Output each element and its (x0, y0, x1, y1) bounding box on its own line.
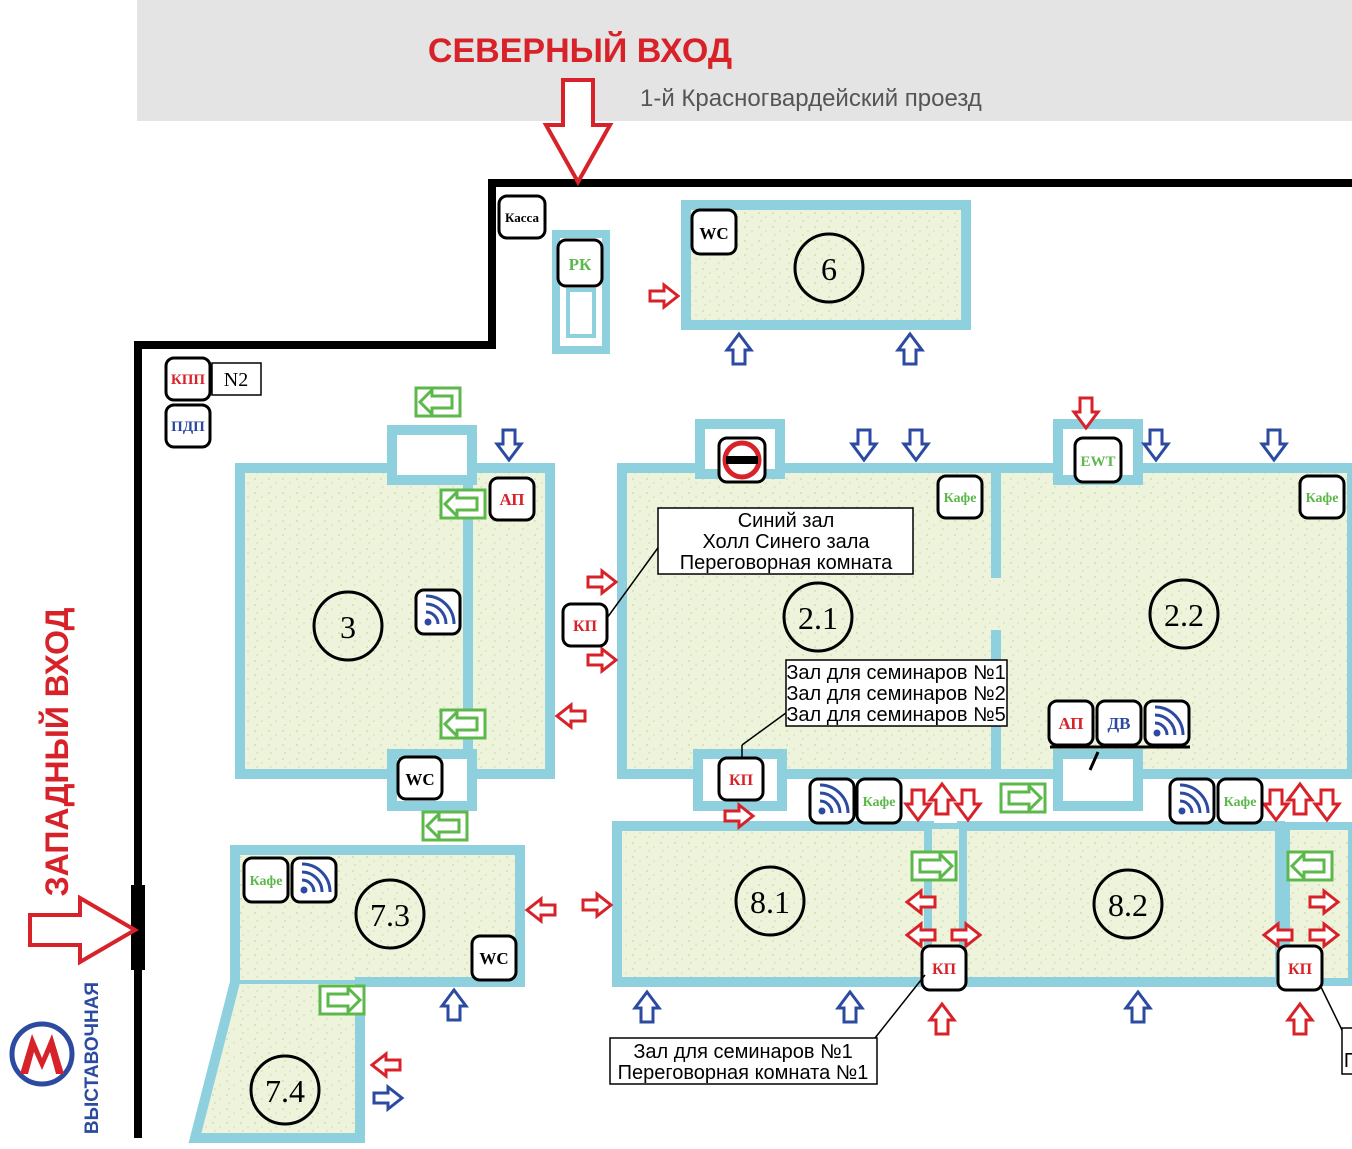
wifi-icons (290, 588, 1216, 904)
north-entrance-label: СЕВЕРНЫЙ ВХОД (428, 31, 732, 70)
wc-badge-73: WC (479, 949, 508, 968)
kafe-badge-82: Кафе (1224, 795, 1257, 810)
kassa-badge: Касса (505, 210, 539, 225)
kp-badge-81: КП (932, 961, 957, 978)
wc-badge-3: WC (405, 770, 434, 789)
room-7-3-label: 7.3 (370, 897, 410, 933)
room-circles (249, 232, 1220, 1126)
callout-blue-hall-1: Синий зал (738, 510, 835, 532)
ap-badge-22: АП (1058, 714, 1083, 733)
metro-station-label: ВЫСТАВОЧНАЯ (82, 982, 103, 1134)
kafe-badge-81: Кафе (863, 795, 896, 810)
room-7-4-label: 7.4 (265, 1073, 305, 1109)
room-2-2-label: 2.2 (1164, 597, 1204, 633)
room-8-2-label: 8.2 (1108, 887, 1148, 923)
pdp-badge: ПДП (171, 419, 205, 435)
kafe-badge-22: Кафе (1306, 491, 1339, 506)
callout-blue-hall-3: Переговорная комната (680, 552, 893, 574)
green-exit-signs (318, 386, 1334, 1016)
north-entrance-arrow (542, 78, 614, 187)
kafe-badge-73: Кафе (250, 874, 283, 889)
no-entry-icon (717, 436, 767, 484)
room-2-1-label: 2.1 (798, 600, 838, 636)
callout-seminars-bottom-2: Переговорная комната №1 (618, 1062, 869, 1084)
ewt-badge: EWT (1080, 454, 1115, 470)
kp-badge-8: КП (729, 772, 754, 789)
room-8-2-area (957, 821, 1285, 987)
room-3-label: 3 (340, 609, 356, 645)
metro-logo (9, 1021, 75, 1087)
kp-badge-82: КП (1288, 961, 1313, 978)
callout-cut-right: П (1344, 1050, 1352, 1072)
street-label: 1-й Красногвардейский проезд (640, 85, 982, 112)
west-entrance-arrow (28, 894, 139, 966)
callout-seminars-bottom-box (609, 1037, 878, 1085)
kpp-badge: КПП (171, 372, 206, 388)
callout-seminars-top-box (785, 659, 1008, 727)
west-entrance-label: ЗАПАДНЫЙ ВХОД (39, 607, 75, 896)
wc-badge-6: WC (699, 224, 728, 243)
room-6-label: 6 (821, 251, 837, 287)
room-8-1-label: 8.1 (750, 884, 790, 920)
kp-badge-21: КП (573, 618, 598, 635)
building-outline (134, 179, 1352, 1138)
ap-badge-3: АП (499, 490, 524, 509)
badge-boxes (164, 194, 1346, 992)
callout-blue-hall-2: Холл Синего зала (702, 531, 870, 553)
n2-label: N2 (224, 369, 248, 391)
callout-seminars-top-2: Зал для семинаров №2 (786, 683, 1005, 705)
room-8-1-area (612, 821, 934, 987)
kafe-badge-21: Кафе (944, 491, 977, 506)
callout-seminars-top-3: Зал для семинаров №5 (786, 704, 1005, 726)
rk-badge: РК (569, 255, 592, 274)
street-band (137, 0, 1352, 121)
callout-seminars-bottom-1: Зал для семинаров №1 (633, 1041, 852, 1063)
dv-badge: ДВ (1107, 714, 1130, 733)
callout-blue-hall-box (657, 507, 914, 575)
callout-seminars-top-1: Зал для семинаров №1 (786, 662, 1005, 684)
